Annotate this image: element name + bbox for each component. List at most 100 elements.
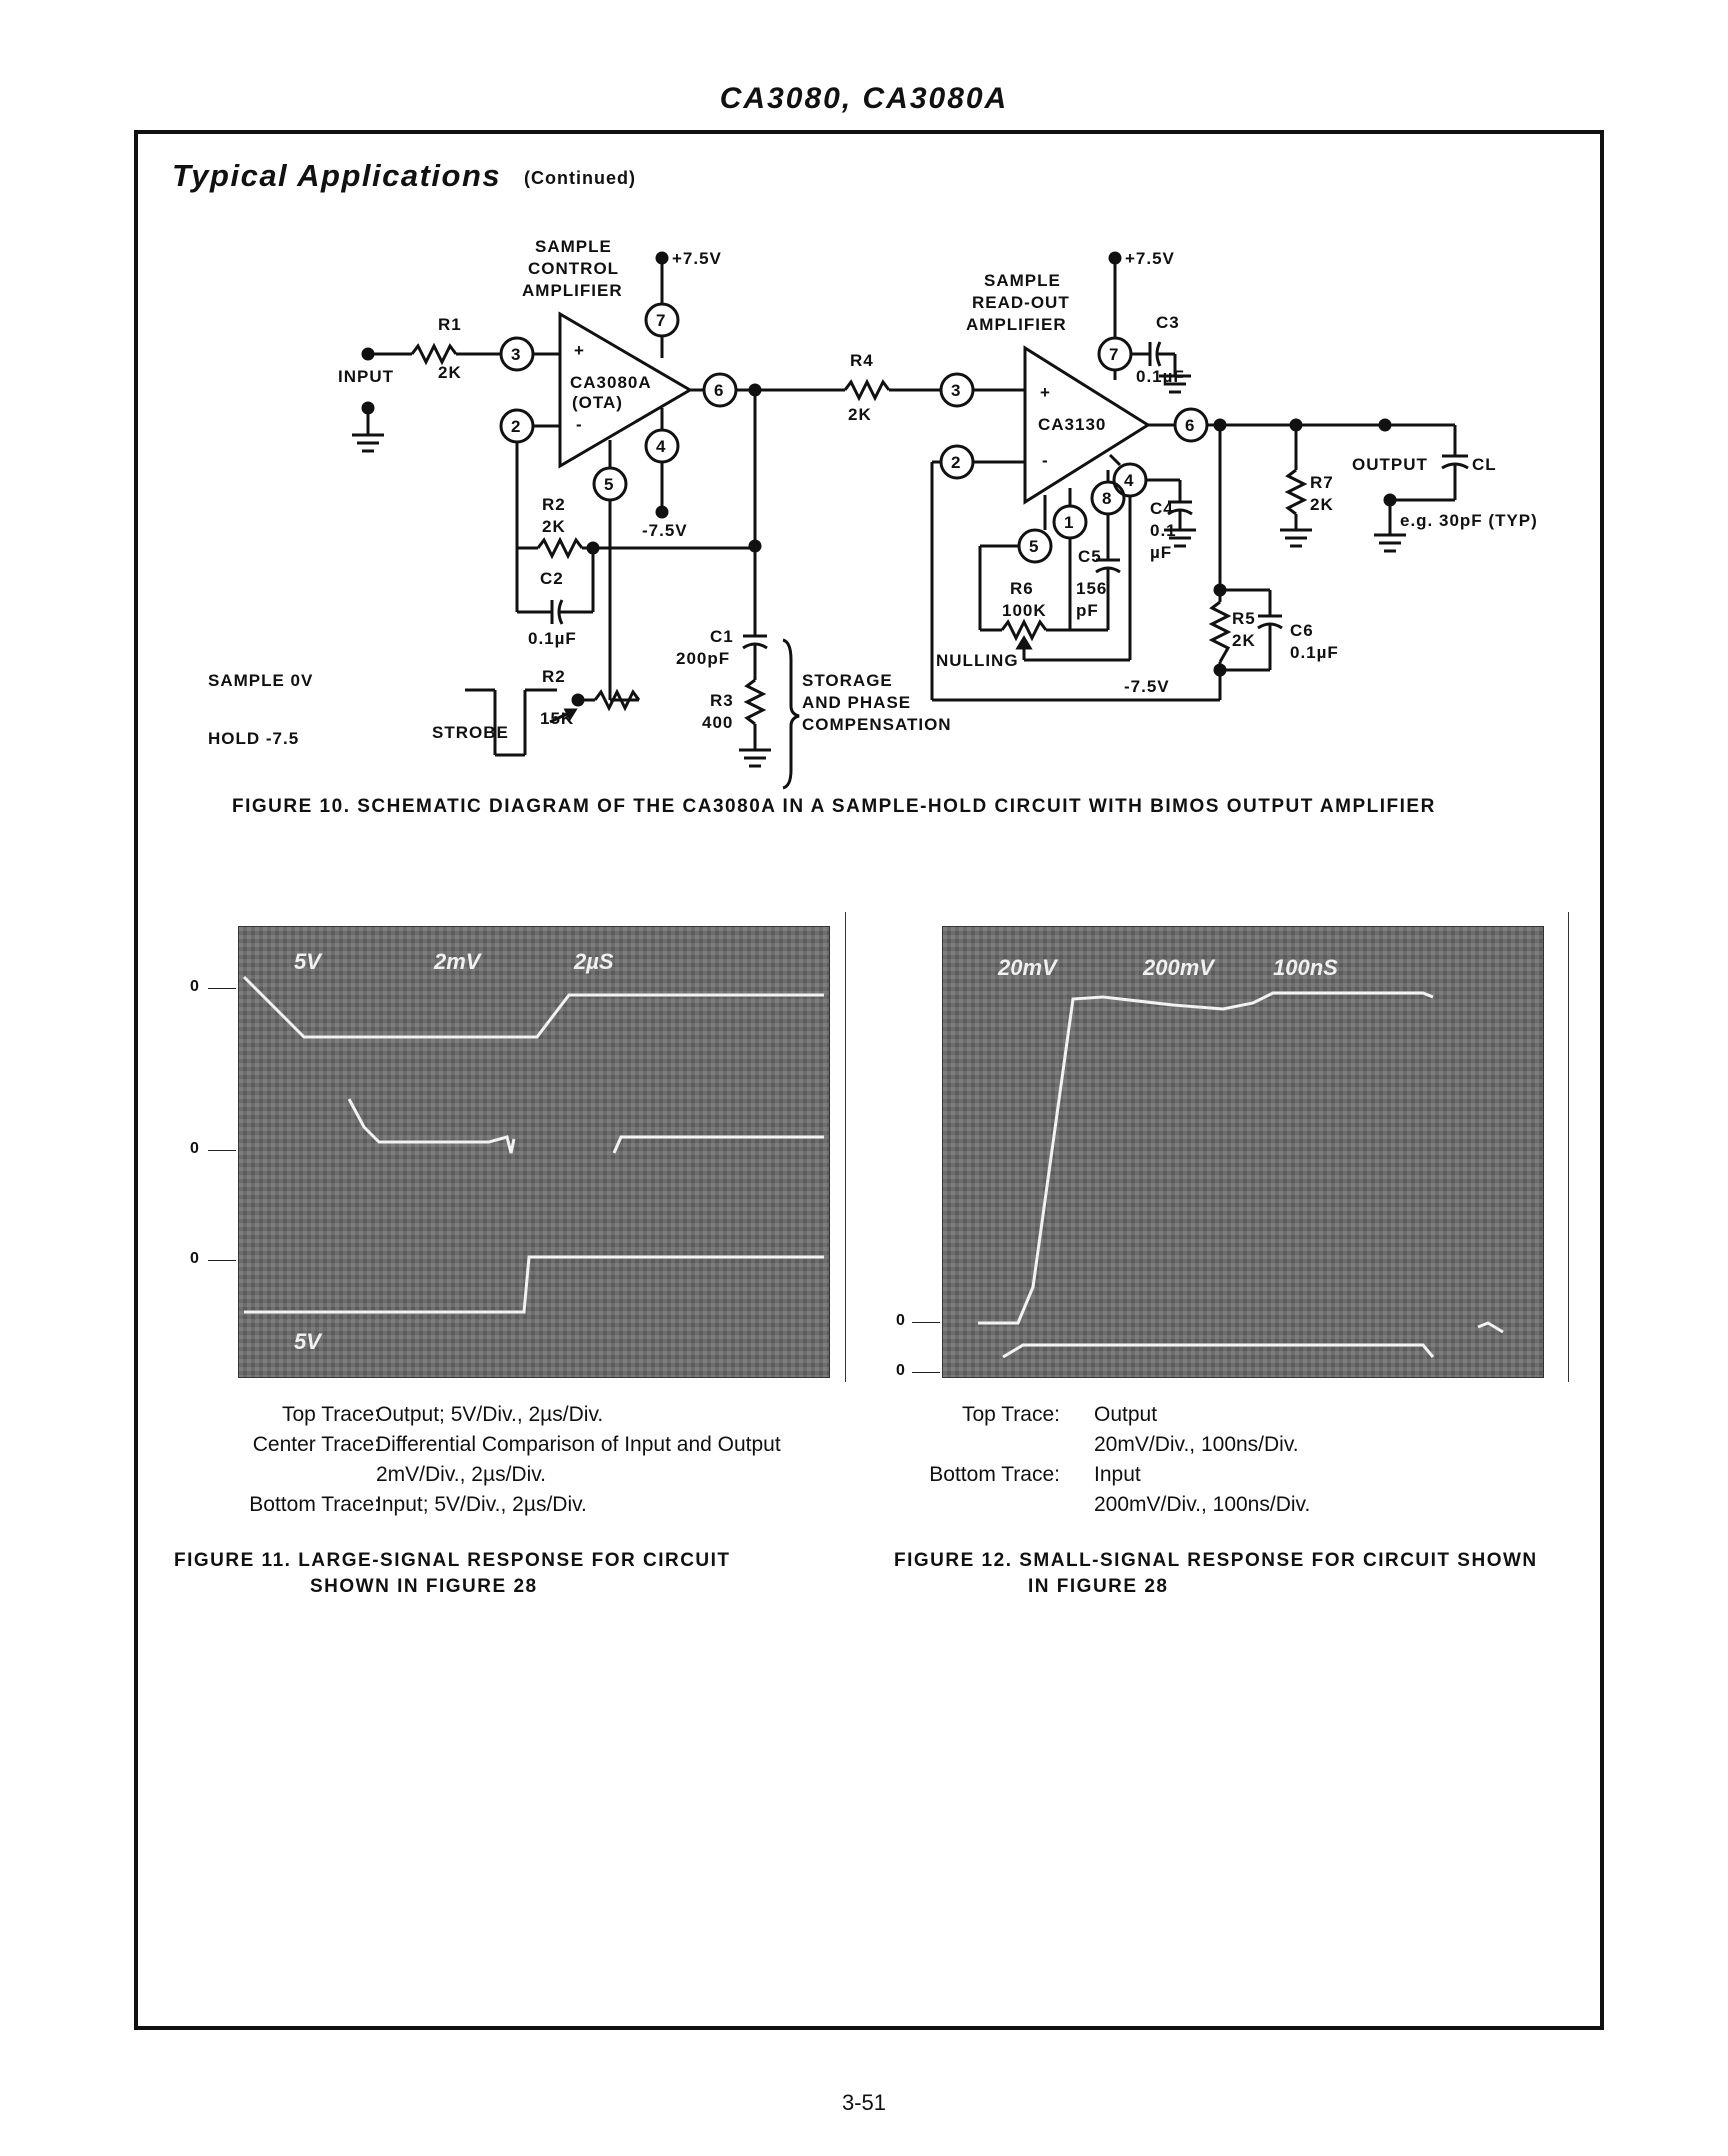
zero-mark-12-bottom: 0 bbox=[896, 1362, 905, 1379]
pin-1b: 1 bbox=[1064, 513, 1074, 532]
label-c5-value-1: 156 bbox=[1076, 579, 1107, 598]
pin-6a: 6 bbox=[714, 381, 724, 400]
label-r2a: R2 bbox=[542, 495, 566, 514]
label-minus-supply-1: -7.5V bbox=[642, 521, 688, 540]
label-plus-supply-2: +7.5V bbox=[1125, 249, 1175, 268]
label-c1: C1 bbox=[710, 627, 734, 646]
label-nulling: NULLING bbox=[936, 651, 1019, 670]
label-r2b-value: 15K bbox=[540, 709, 574, 728]
fig12-row2-text: 20mV/Div., 100ns/Div. bbox=[1094, 1433, 1299, 1456]
label-sample-0v: SAMPLE 0V bbox=[208, 671, 313, 690]
label-readout-1: SAMPLE bbox=[984, 271, 1061, 290]
fig11-row4-text: Input; 5V/Div., 2µs/Div. bbox=[376, 1493, 587, 1516]
pin-8b: 8 bbox=[1102, 489, 1112, 508]
figure-12-caption-line-2: IN FIGURE 28 bbox=[1028, 1576, 1169, 1597]
fig11-row2-label: Center Trace: bbox=[252, 1433, 380, 1456]
oscilloscope-figure-12: 20mV 200mV 100nS bbox=[942, 926, 1544, 1378]
label-r7-value: 2K bbox=[1310, 495, 1334, 514]
label-c6-value: 0.1µF bbox=[1290, 643, 1339, 662]
label-r2a-value: 2K bbox=[542, 517, 566, 536]
label-ota-2: (OTA) bbox=[572, 393, 623, 412]
label-cl: CL bbox=[1472, 455, 1497, 474]
content-frame bbox=[134, 130, 1604, 2030]
section-subtitle: (Continued) bbox=[524, 168, 636, 188]
scope11-label-5v-bottom: 5V bbox=[294, 1329, 323, 1354]
label-ca3130-plus: + bbox=[1040, 383, 1051, 402]
label-plus-supply-1: +7.5V bbox=[672, 249, 722, 268]
label-r6-value: 100K bbox=[1002, 601, 1047, 620]
pin-7b: 7 bbox=[1109, 345, 1119, 364]
fig12-row1-text: Output bbox=[1094, 1403, 1158, 1426]
label-r7: R7 bbox=[1310, 473, 1334, 492]
label-r5-value: 2K bbox=[1232, 631, 1256, 650]
label-r4: R4 bbox=[850, 351, 874, 370]
label-c4-value-2: µF bbox=[1150, 543, 1172, 562]
zero-tick bbox=[208, 988, 236, 989]
page-header-title: CA3080, CA3080A bbox=[719, 82, 1009, 115]
label-r1: R1 bbox=[438, 315, 462, 334]
label-sample-control-3: AMPLIFIER bbox=[522, 281, 623, 300]
fig11-row2-text: Differential Comparison of Input and Out… bbox=[376, 1433, 781, 1456]
pin-2a: 2 bbox=[511, 417, 521, 436]
zero-tick bbox=[208, 1150, 236, 1151]
label-c5-value-2: pF bbox=[1076, 601, 1099, 620]
label-input: INPUT bbox=[338, 367, 394, 386]
section-title: Typical Applications bbox=[172, 158, 502, 193]
zero-tick bbox=[208, 1260, 236, 1261]
pin-7a: 7 bbox=[656, 311, 666, 330]
label-ca3130: CA3130 bbox=[1038, 415, 1106, 434]
label-sample-control-2: CONTROL bbox=[528, 259, 619, 278]
label-cl-value: e.g. 30pF (TYP) bbox=[1400, 511, 1538, 530]
label-r3: R3 bbox=[710, 691, 734, 710]
fig12-row1-label: Top Trace: bbox=[961, 1403, 1060, 1426]
zero-tick bbox=[912, 1322, 940, 1323]
label-ota-minus: - bbox=[576, 415, 583, 434]
label-readout-3: AMPLIFIER bbox=[966, 315, 1067, 334]
label-hold: HOLD -7.5 bbox=[208, 729, 299, 748]
label-ota-plus: + bbox=[574, 341, 585, 360]
label-ca3130-minus: - bbox=[1042, 451, 1049, 470]
fig12-row3-text: Input bbox=[1094, 1463, 1141, 1486]
label-storage-3: COMPENSATION bbox=[802, 715, 952, 734]
figure-11-caption-line-2: SHOWN IN FIGURE 28 bbox=[310, 1576, 538, 1597]
label-c6: C6 bbox=[1290, 621, 1314, 640]
oscilloscope-figure-11: 5V 2mV 2µS 5V bbox=[238, 926, 830, 1378]
label-storage-1: STORAGE bbox=[802, 671, 893, 690]
label-c3-value: 0.1µF bbox=[1136, 367, 1185, 386]
label-c4-value-1: 0.1 bbox=[1150, 521, 1177, 540]
figure-11-caption-line-1: FIGURE 11. LARGE-SIGNAL RESPONSE FOR CIR… bbox=[174, 1550, 731, 1571]
figure-10-caption: FIGURE 10. SCHEMATIC DIAGRAM OF THE CA30… bbox=[232, 796, 1436, 817]
fig12-row3-label: Bottom Trace: bbox=[929, 1463, 1060, 1486]
zero-tick bbox=[912, 1372, 940, 1373]
label-r1-value: 2K bbox=[438, 363, 462, 382]
label-r6: R6 bbox=[1010, 579, 1034, 598]
label-c2: C2 bbox=[540, 569, 564, 588]
fig12-row4-text: 200mV/Div., 100ns/Div. bbox=[1094, 1493, 1311, 1516]
zero-mark-11-top: 0 bbox=[190, 978, 199, 995]
label-r2b: R2 bbox=[542, 667, 566, 686]
label-ota-1: CA3080A bbox=[570, 373, 652, 392]
fig11-row1-text: Output; 5V/Div., 2µs/Div. bbox=[376, 1403, 604, 1426]
scope11-label-2us: 2µS bbox=[573, 949, 614, 974]
pin-4b: 4 bbox=[1124, 471, 1134, 490]
pin-4a: 4 bbox=[656, 437, 666, 456]
label-c2-value: 0.1µF bbox=[528, 629, 577, 648]
label-c5: C5 bbox=[1078, 547, 1102, 566]
zero-mark-11-center: 0 bbox=[190, 1140, 199, 1157]
label-minus-supply-2: -7.5V bbox=[1124, 677, 1170, 696]
scope12-label-100ns: 100nS bbox=[1273, 955, 1338, 980]
label-strobe: STROBE bbox=[432, 723, 509, 742]
pin-5b: 5 bbox=[1029, 537, 1039, 556]
label-c3: C3 bbox=[1156, 313, 1180, 332]
fig11-row1-label: Top Trace: bbox=[281, 1403, 380, 1426]
pin-6b: 6 bbox=[1185, 416, 1195, 435]
label-r3-value: 400 bbox=[702, 713, 733, 732]
pin-3a: 3 bbox=[511, 345, 521, 364]
label-storage-2: AND PHASE bbox=[802, 693, 911, 712]
pin-5a: 5 bbox=[604, 475, 614, 494]
label-readout-2: READ-OUT bbox=[972, 293, 1070, 312]
schematic-diagram: SAMPLE CONTROL AMPLIFIER +7.5V +7.5V -7.… bbox=[208, 237, 1538, 790]
label-r4-value: 2K bbox=[848, 405, 872, 424]
zero-mark-11-bottom: 0 bbox=[190, 1250, 199, 1267]
zero-mark-12-top: 0 bbox=[896, 1312, 905, 1329]
